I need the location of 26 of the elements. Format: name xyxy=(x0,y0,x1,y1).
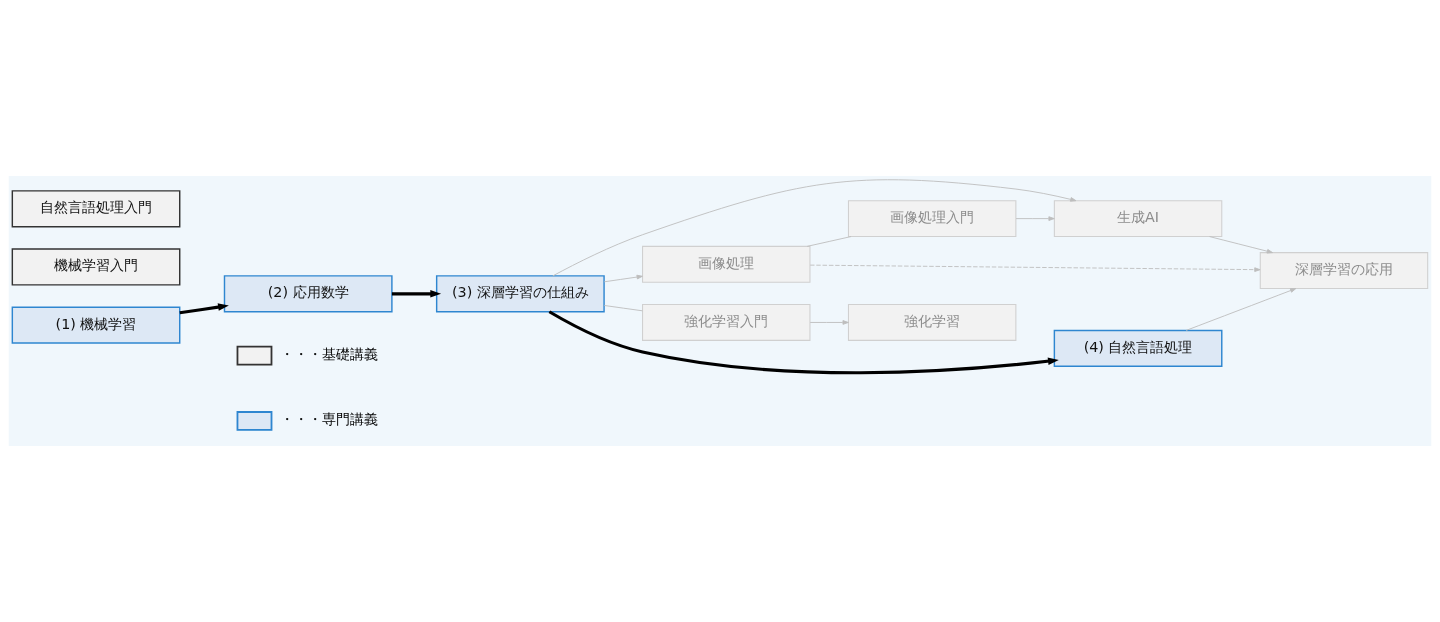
node-box: (2) 応用数学 xyxy=(223,275,393,313)
node-box: (4) 自然言語処理 xyxy=(1053,329,1223,368)
node-box: (1) 機械学習 xyxy=(11,306,181,344)
node-box: 画像処理入門 xyxy=(847,200,1017,238)
arrow xyxy=(1015,216,1055,221)
legend-label: ・・・専門講義 xyxy=(279,411,378,428)
arrow xyxy=(809,320,849,325)
arrow xyxy=(391,290,442,298)
node-box: 生成AI xyxy=(1053,200,1223,238)
arrow xyxy=(552,179,1077,277)
node-box: 画像処理 xyxy=(642,245,811,283)
arrow xyxy=(603,274,643,283)
arrow xyxy=(1185,288,1297,331)
connector xyxy=(603,305,643,312)
legend-label: ・・・基礎講義 xyxy=(279,345,378,362)
arrow xyxy=(179,303,229,315)
node-box: 機械学習入門 xyxy=(11,248,181,286)
arrow xyxy=(548,310,1059,375)
node-box: 深層学習の応用 xyxy=(1259,252,1429,289)
arrow xyxy=(809,264,1261,272)
node-box: 自然言語処理入門 xyxy=(11,190,181,228)
arrow xyxy=(1209,236,1273,254)
connector xyxy=(806,236,852,247)
node-box: 強化学習 xyxy=(847,304,1017,341)
node-box: (3) 深層学習の仕組み xyxy=(435,275,605,313)
node-box: 強化学習入門 xyxy=(642,304,811,341)
